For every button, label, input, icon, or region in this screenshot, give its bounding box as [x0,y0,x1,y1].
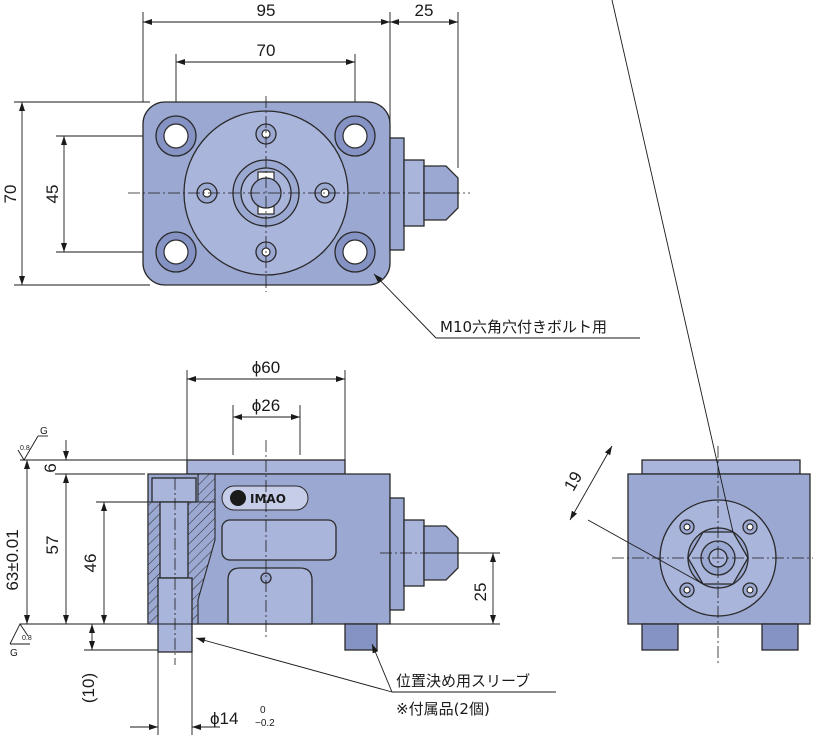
side-view: 19 [560,0,813,664]
top-view: 95 25 70 70 45 M10六角穴付きボルト用 [1,1,640,339]
side-face-screws [679,519,758,598]
dim-63-tolerance: 63±0.01 [3,529,22,590]
dim-phi14: ϕ14 [210,709,238,728]
front-view: IMAO 0.8 G 0.8 G ϕ60 ϕ26 6 [3,358,556,735]
tol-lower: −0.2 [255,718,275,729]
front-shaft-base [389,497,405,611]
svg-text:G: G [10,648,18,659]
sleeve-leader-2 [371,643,393,693]
roughness-symbol-bottom: 0.8 G [9,623,32,659]
dim-phi60: ϕ60 [252,358,280,377]
top-shaft-base [389,137,405,251]
dim-70-horizontal: 70 [257,41,276,60]
bolt-note-leader [373,273,437,339]
dim-phi26: ϕ26 [252,396,280,415]
sleeve-note-line1: 位置決め用スリーブ [396,672,530,690]
dim-57: 57 [43,536,62,555]
front-foot [344,623,378,651]
dim-70-vertical: 70 [1,185,20,204]
bolt-note: M10六角穴付きボルト用 [440,318,607,336]
imao-logo: IMAO [221,485,309,511]
dim-25-shaft: 25 [415,1,434,20]
side-top-disk [641,459,801,475]
dim-19-hex: 19 [560,468,586,494]
side-foot-left [641,623,679,651]
dim-95: 95 [257,1,276,20]
side-foot-right [761,623,799,651]
front-bolt-head [151,477,197,503]
dim-10: (10) [79,673,98,703]
dim-45: 45 [43,185,62,204]
svg-text:G: G [40,426,48,437]
svg-text:0.8: 0.8 [22,635,32,642]
top-bolt-holes [155,115,376,273]
dim-25-height: 25 [471,583,490,602]
roughness-symbol-top: 0.8 G [17,426,48,461]
svg-text:0.8: 0.8 [20,445,30,452]
sleeve-leader-1 [195,637,393,693]
front-bolt-shaft [159,501,189,579]
tol-upper: 0 [260,705,266,716]
front-pocket [227,567,313,625]
sleeve-note-line2: ※付属品(2個) [396,700,490,718]
dim-line-hex-19 [569,445,613,521]
svg-text:IMAO: IMAO [250,492,286,506]
dim-6: 6 [41,463,60,472]
dim-46: 46 [81,554,100,573]
